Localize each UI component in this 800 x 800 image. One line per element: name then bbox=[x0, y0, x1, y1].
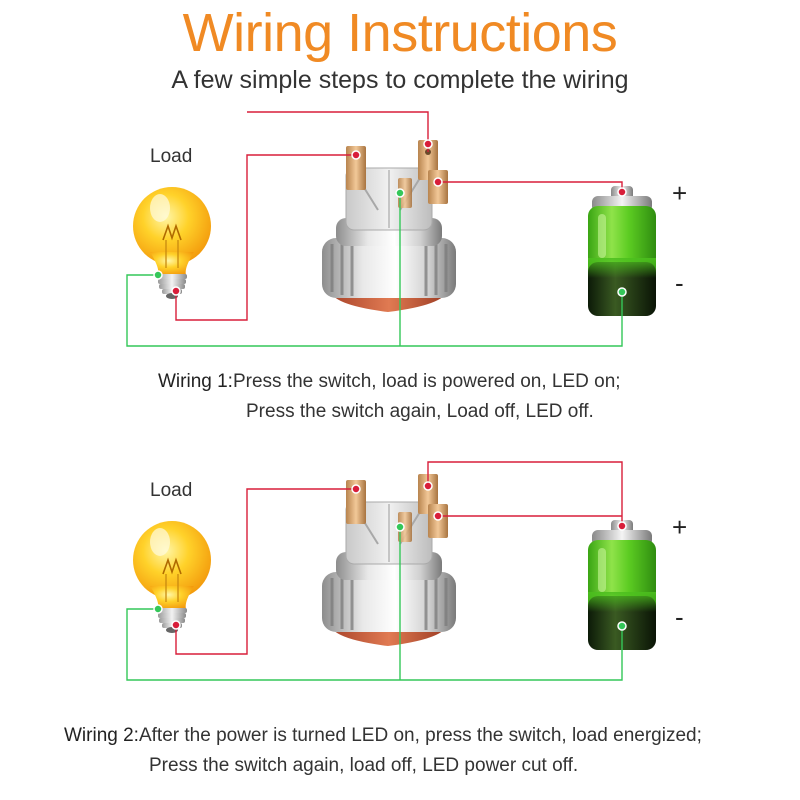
caption-wiring-1: Wiring 1:Press the switch, load is power… bbox=[158, 367, 621, 427]
caption-line-2: Press the switch again, load off, LED po… bbox=[149, 755, 579, 776]
caption-label: Wiring 2: bbox=[64, 725, 139, 746]
diagram-1: Load + - bbox=[126, 111, 687, 347]
negative-label: - bbox=[675, 268, 684, 298]
caption-line-2: Press the switch again, Load off, LED of… bbox=[246, 401, 594, 422]
red-wires bbox=[175, 461, 623, 655]
push-button-switch-icon bbox=[320, 138, 458, 314]
light-bulb-icon bbox=[132, 520, 212, 634]
load-label: Load bbox=[150, 480, 192, 501]
light-bulb-icon bbox=[132, 186, 212, 300]
caption-wiring-2: Wiring 2:After the power is turned LED o… bbox=[64, 721, 702, 781]
push-button-switch-icon bbox=[320, 472, 458, 648]
page-subtitle: A few simple steps to complete the wirin… bbox=[171, 66, 629, 94]
caption-label: Wiring 1: bbox=[158, 371, 233, 392]
green-wires bbox=[126, 527, 623, 681]
page-title: Wiring Instructions bbox=[182, 3, 618, 63]
positive-label: + bbox=[672, 512, 687, 542]
negative-label: - bbox=[675, 602, 684, 632]
caption-line-1: Press the switch, load is powered on, LE… bbox=[232, 371, 621, 392]
green-wires bbox=[126, 193, 623, 347]
connection-dots bbox=[153, 481, 627, 631]
caption-line-1: After the power is turned LED on, press … bbox=[138, 725, 702, 746]
connection-dots bbox=[153, 139, 627, 297]
load-label: Load bbox=[150, 146, 192, 167]
diagram-2: Load + - bbox=[126, 461, 687, 681]
positive-label: + bbox=[672, 178, 687, 208]
